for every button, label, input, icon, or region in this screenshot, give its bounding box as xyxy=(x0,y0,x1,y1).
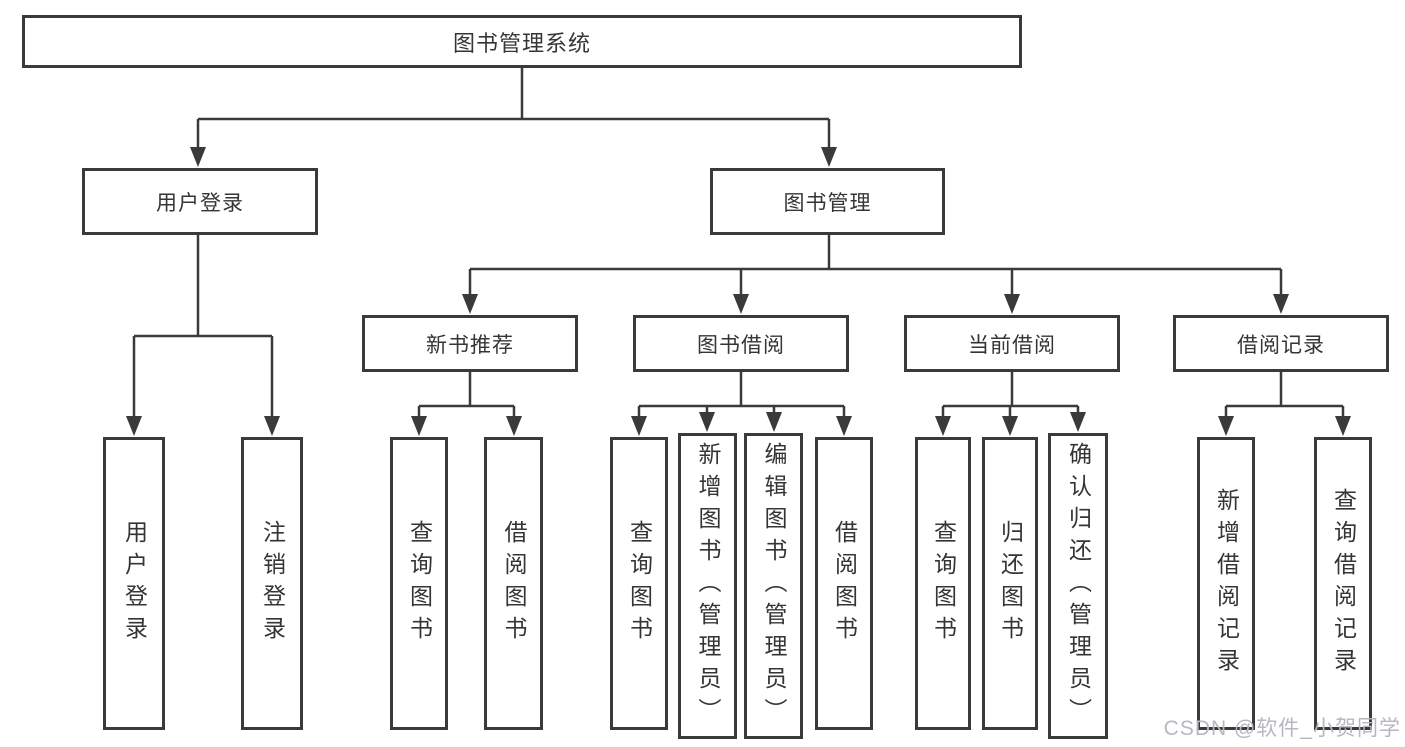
leaf-confirm-return-admin: 确认归还（管理员） xyxy=(1048,433,1108,739)
watermark: CSDN @软件_小贺同学 xyxy=(1163,717,1401,740)
leaf-borrow-books-recommend: 借阅图书 xyxy=(484,437,543,730)
node-new-book-recommendation-label: 新书推荐 xyxy=(426,333,514,357)
leaf-borrow-books-recommend-label: 借阅图书 xyxy=(501,519,527,648)
node-borrowing-records-label: 借阅记录 xyxy=(1237,333,1325,357)
node-book-borrowing: 图书借阅 xyxy=(633,315,849,372)
node-root: 图书管理系统 xyxy=(22,15,1022,68)
leaf-borrow-books-borrowing-label: 借阅图书 xyxy=(831,519,858,648)
leaf-borrow-books-borrowing: 借阅图书 xyxy=(815,437,873,730)
node-user-login-label: 用户登录 xyxy=(156,191,244,215)
node-current-borrowing: 当前借阅 xyxy=(904,315,1120,372)
leaf-query-books-current-label: 查询图书 xyxy=(930,519,957,648)
leaf-edit-book-admin-label: 编辑图书（管理员） xyxy=(761,442,787,730)
leaf-query-borrow-record-label: 查询借阅记录 xyxy=(1330,487,1357,680)
node-book-borrowing-label: 图书借阅 xyxy=(697,333,785,357)
leaf-logout-login: 注销登录 xyxy=(241,437,303,730)
node-book-management-label: 图书管理 xyxy=(783,191,872,215)
leaf-query-books-recommend-label: 查询图书 xyxy=(406,519,433,648)
leaf-add-borrow-record: 新增借阅记录 xyxy=(1197,437,1255,730)
leaf-logout-login-label: 注销登录 xyxy=(259,519,286,648)
node-current-borrowing-label: 当前借阅 xyxy=(968,333,1056,357)
node-new-book-recommendation: 新书推荐 xyxy=(362,315,578,372)
leaf-add-borrow-record-label: 新增借阅记录 xyxy=(1213,487,1240,680)
leaf-add-book-admin: 新增图书（管理员） xyxy=(678,433,737,739)
leaf-return-book: 归还图书 xyxy=(982,437,1038,730)
node-root-label: 图书管理系统 xyxy=(452,30,591,56)
leaf-query-books-borrowing-label: 查询图书 xyxy=(626,519,653,648)
leaf-add-book-admin-label: 新增图书（管理员） xyxy=(695,442,721,730)
leaf-user-login: 用户登录 xyxy=(103,437,165,730)
node-book-management: 图书管理 xyxy=(710,168,945,235)
leaf-edit-book-admin: 编辑图书（管理员） xyxy=(744,433,803,739)
leaf-return-book-label: 归还图书 xyxy=(997,519,1024,648)
leaf-query-books-recommend: 查询图书 xyxy=(390,437,448,730)
node-borrowing-records: 借阅记录 xyxy=(1173,315,1389,372)
leaf-query-books-current: 查询图书 xyxy=(915,437,971,730)
node-user-login: 用户登录 xyxy=(82,168,318,235)
leaf-query-borrow-record: 查询借阅记录 xyxy=(1314,437,1372,730)
leaf-user-login-label: 用户登录 xyxy=(121,519,148,648)
leaf-query-books-borrowing: 查询图书 xyxy=(610,437,668,730)
leaf-confirm-return-admin-label: 确认归还（管理员） xyxy=(1065,442,1092,730)
